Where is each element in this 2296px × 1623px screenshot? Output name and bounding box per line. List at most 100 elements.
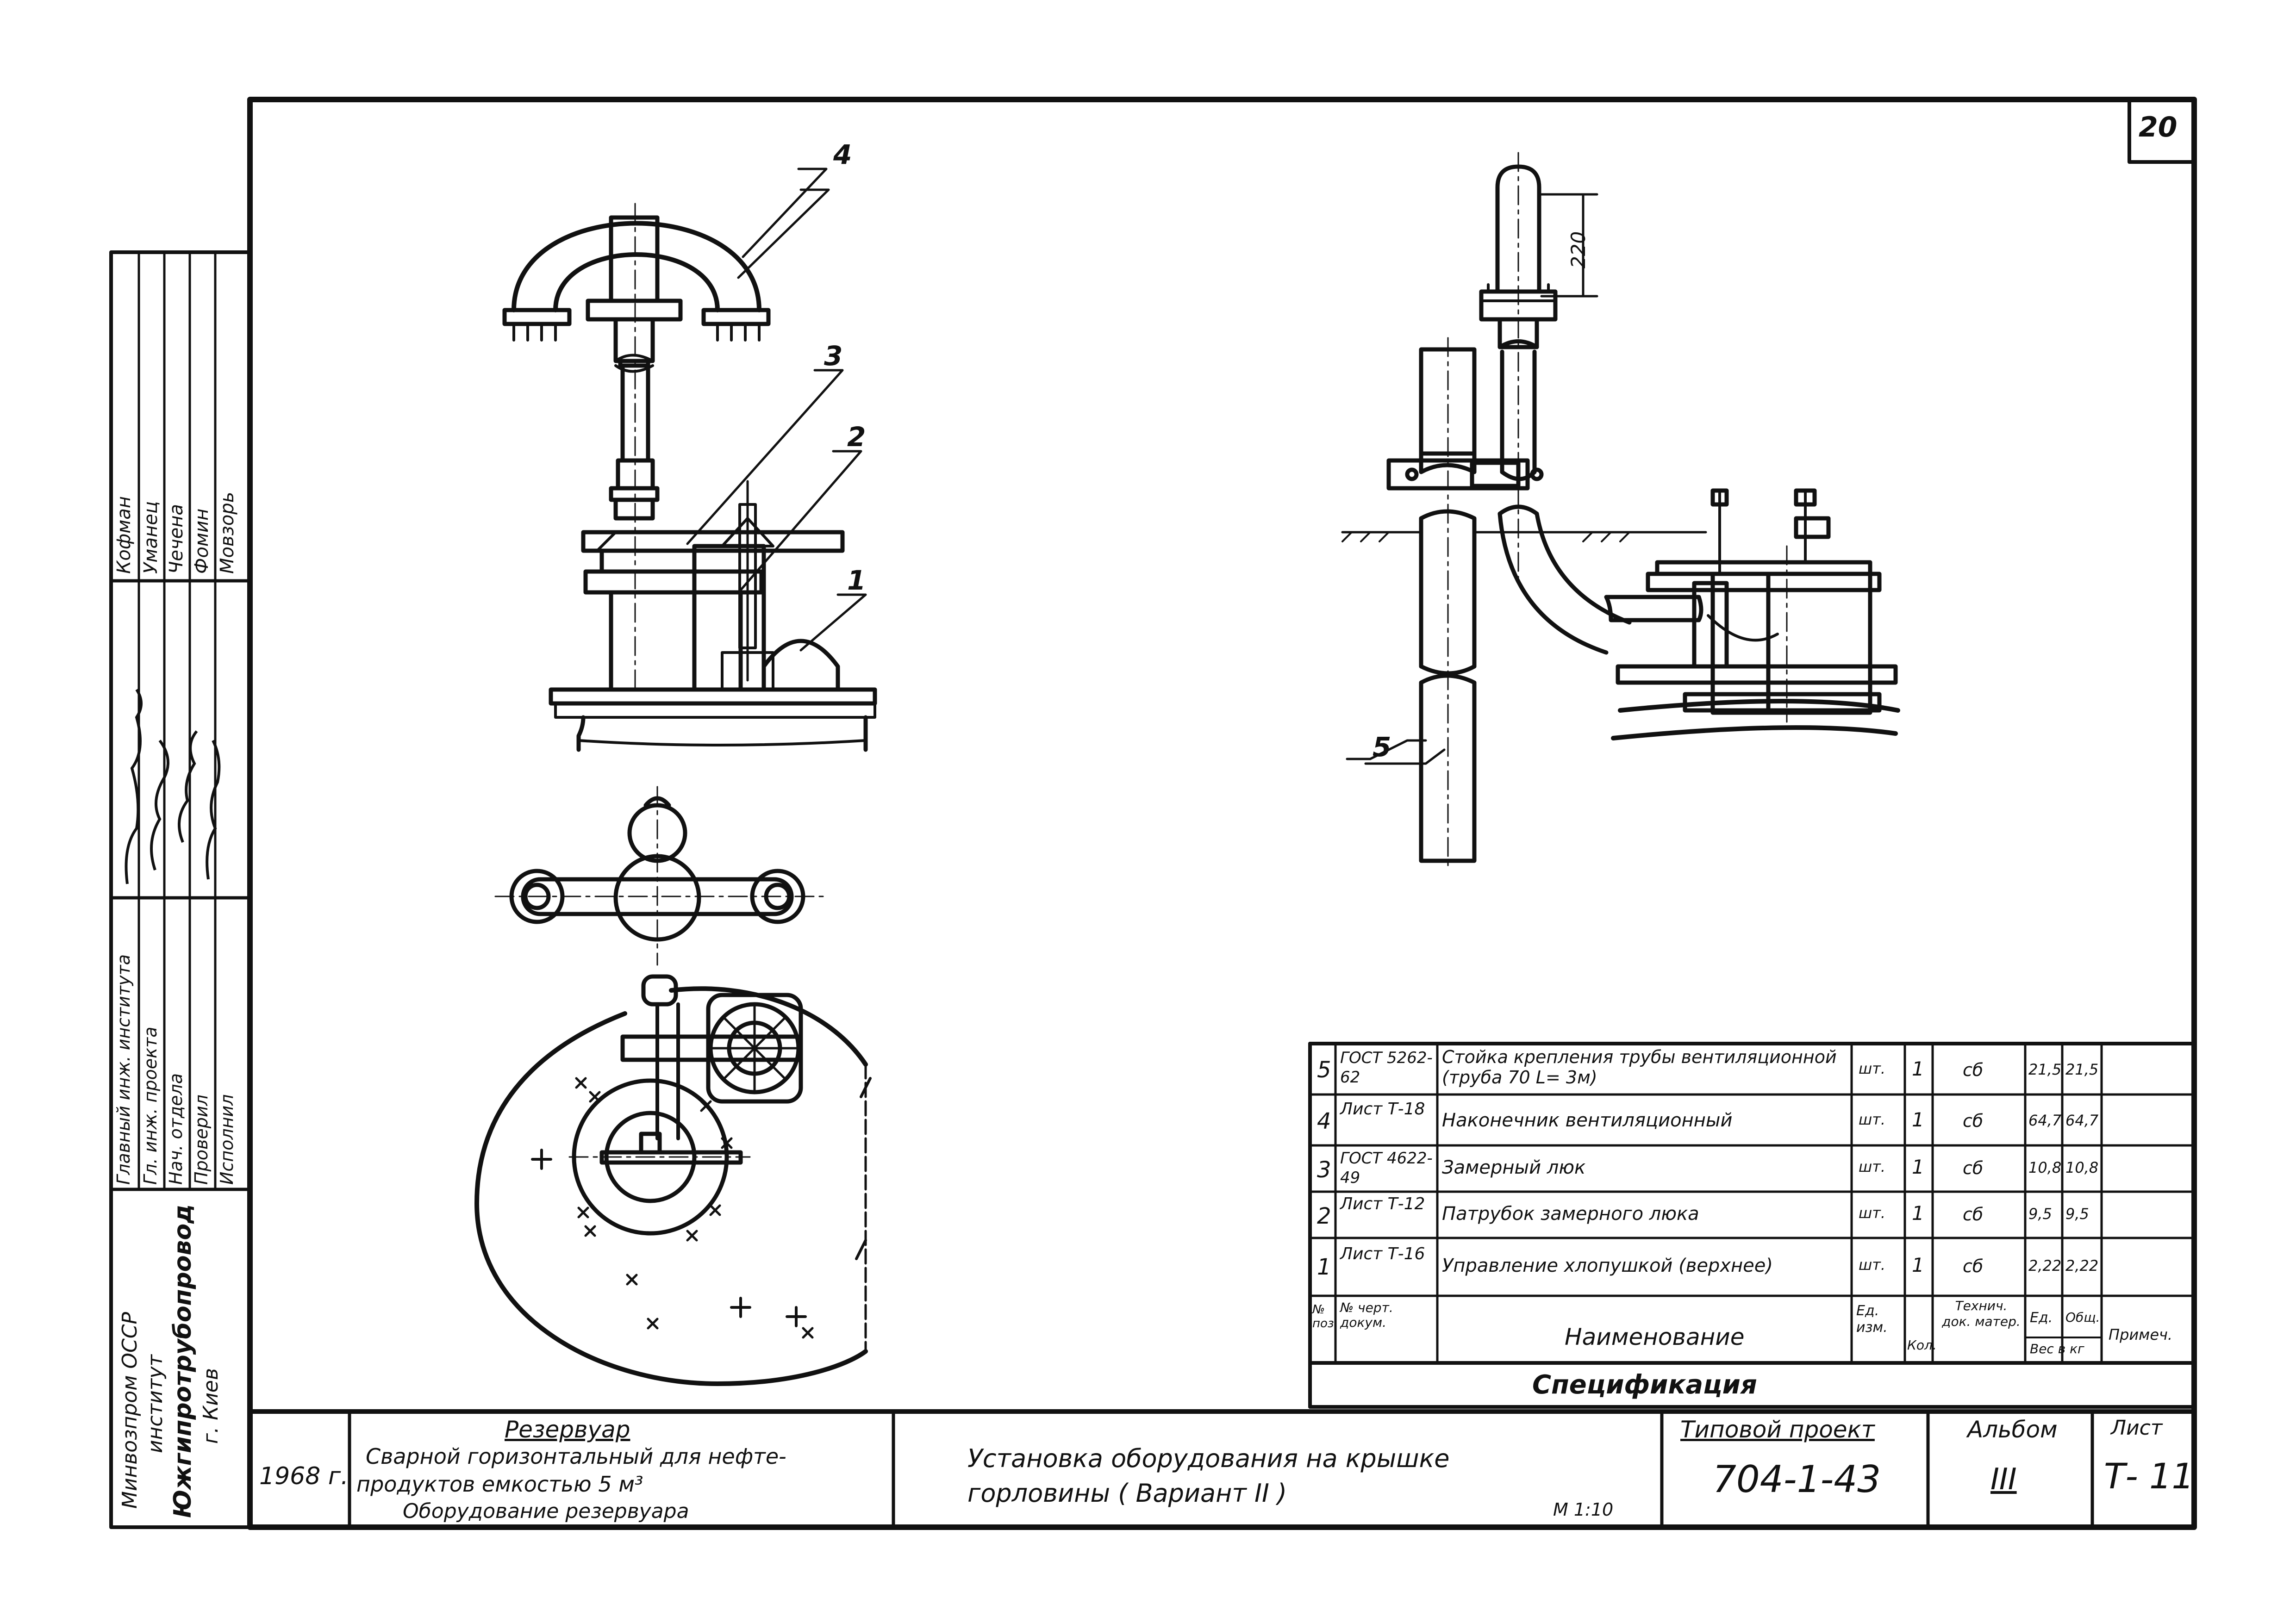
sheet-number: 20: [2139, 111, 2177, 143]
side-stamp-org-line-4: г. Киев: [199, 1368, 223, 1444]
spec-header-note: Примеч.: [2109, 1326, 2173, 1343]
spec-header-w-unit: Ед.: [2030, 1310, 2053, 1326]
spec-row-1-unit: шт.: [1859, 1256, 1886, 1274]
spec-header-weight: Вес в кг: [2030, 1341, 2084, 1356]
spec-row-1-doc: Лист Т-16: [1340, 1244, 1425, 1263]
side-view-drawing: [1341, 152, 1900, 871]
side-stamp-role-4: Проверил: [191, 1094, 212, 1185]
side-stamp-org-line-1: Минвозпром ОССР: [118, 1312, 142, 1509]
side-stamp-name-2: Уманец: [140, 501, 162, 574]
spec-table-lines: [1308, 1042, 2196, 1409]
spec-row-2-tech: сб: [1963, 1204, 1984, 1225]
title-project-no: 704-1-43: [1713, 1458, 1881, 1501]
spec-header-tech: Технич. док. матер.: [1942, 1298, 2021, 1329]
title-drawing-2: горловины ( Вариант II ): [967, 1479, 1287, 1508]
spec-row-4-unit: шт.: [1859, 1111, 1886, 1128]
spec-row-5-w2: 21,5: [2065, 1061, 2099, 1078]
signature-2: [150, 740, 169, 871]
spec-row-5-unit: шт.: [1859, 1060, 1886, 1077]
signature-1: [125, 689, 143, 884]
side-stamp-frame: [109, 250, 252, 1529]
title-object-desc-2: продуктов емкостью 5 м³: [356, 1472, 643, 1497]
title-drawing-1: Установка оборудования на крышке: [967, 1444, 1450, 1473]
sheet-frame: [247, 97, 2197, 1530]
spec-row-1-w1: 2,22: [2028, 1257, 2062, 1275]
spec-header-name: Наименование: [1565, 1324, 1745, 1350]
spec-row-1-name: Управление хлопушкой (верхнее): [1442, 1255, 1773, 1276]
spec-row-2-doc: Лист Т-12: [1340, 1194, 1425, 1213]
spec-row-4-w1: 64,7: [2028, 1112, 2062, 1129]
spec-row-3-w2: 10,8: [2065, 1159, 2099, 1176]
spec-row-2-pos: 2: [1317, 1203, 1331, 1229]
callout-4: 4: [833, 139, 852, 170]
spec-row-4-doc: Лист Т-18: [1340, 1100, 1425, 1119]
spec-row-2-w1: 9,5: [2028, 1205, 2052, 1223]
spec-row-2-qty: 1: [1912, 1202, 1924, 1225]
spec-row-5-w1: 21,5: [2028, 1061, 2062, 1078]
side-stamp-name-5: Мовзорь: [217, 491, 238, 574]
plan-view-drawing: [474, 786, 872, 1386]
spec-header-doc: № черт. докум.: [1340, 1300, 1393, 1330]
front-view-drawing: [502, 168, 877, 752]
spec-row-4-pos: 4: [1317, 1108, 1331, 1134]
spec-row-4-tech: сб: [1963, 1111, 1984, 1131]
side-stamp-org-line-3: Южгипротрубопровод: [169, 1204, 197, 1518]
signature-4: [206, 740, 221, 880]
title-year: 1968 г.: [259, 1462, 349, 1490]
signature-3: [178, 730, 198, 843]
spec-row-2-unit: шт.: [1859, 1204, 1886, 1222]
spec-header-w-total: Общ.: [2065, 1310, 2100, 1325]
side-stamp-role-2: Гл. инж. проекта: [140, 1026, 161, 1185]
side-stamp-org-line-2: институт: [144, 1354, 167, 1453]
callout-2: 2: [847, 421, 866, 453]
spec-row-3-name: Замерный люк: [1442, 1157, 1586, 1178]
spec-row-3-tech: сб: [1963, 1158, 1984, 1178]
callout-3: 3: [824, 340, 843, 372]
spec-row-5-pos: 5: [1317, 1057, 1331, 1083]
title-object: Резервуар: [505, 1416, 630, 1443]
side-stamp-role-3: Нач. отдела: [166, 1073, 186, 1185]
spec-row-1-pos: 1: [1317, 1254, 1331, 1280]
spec-row-3-doc: ГОСТ 4622-49: [1340, 1149, 1433, 1187]
title-sheet-label: Лист: [2111, 1416, 2163, 1440]
spec-header-unit: Ед. изм.: [1856, 1303, 1888, 1336]
spec-row-3-unit: шт.: [1859, 1158, 1886, 1175]
spec-table-title: Спецификация: [1532, 1370, 1757, 1400]
title-project-label: Типовой проект: [1680, 1416, 1875, 1443]
spec-row-1-w2: 2,22: [2065, 1257, 2099, 1275]
side-stamp-role-5: Исполнил: [217, 1094, 237, 1185]
spec-row-5-qty: 1: [1912, 1057, 1924, 1080]
signature-area: [125, 689, 221, 884]
title-object-desc-3: Оборудование резервуара: [403, 1499, 689, 1523]
spec-row-5-tech: сб: [1963, 1060, 1984, 1080]
spec-row-3-qty: 1: [1912, 1156, 1924, 1178]
title-sheet-no: Т- 11: [2104, 1455, 2194, 1497]
spec-row-3-pos: 3: [1317, 1157, 1331, 1183]
title-album-no: III: [1990, 1462, 2017, 1497]
sheet-number-box: [2128, 98, 2196, 164]
callout-5: 5: [1373, 731, 1391, 763]
title-album-label: Альбом: [1967, 1416, 2058, 1443]
title-block-lines: [248, 1409, 2196, 1529]
spec-row-1-tech: сб: [1963, 1256, 1984, 1276]
spec-header-pos: № поз.: [1312, 1303, 1338, 1331]
spec-row-2-name: Патрубок замерного люка: [1442, 1203, 1699, 1225]
spec-row-5-doc: ГОСТ 5262-62: [1340, 1049, 1433, 1087]
spec-row-3-w1: 10,8: [2028, 1159, 2062, 1176]
side-stamp-name-1: Кофман: [113, 496, 135, 574]
spec-row-4-w2: 64,7: [2065, 1112, 2099, 1129]
side-stamp-name-3: Чечена: [166, 504, 187, 574]
spec-row-4-name: Наконечник вентиляционный: [1442, 1110, 1733, 1131]
callout-1: 1: [847, 565, 866, 596]
title-object-desc-1: Сварной горизонтальный для нефте-: [366, 1444, 786, 1469]
spec-row-1-qty: 1: [1912, 1254, 1924, 1276]
spec-row-5-name: Стойка крепления трубы вентиляционной (т…: [1442, 1047, 1837, 1088]
spec-row-2-w2: 9,5: [2065, 1205, 2089, 1223]
side-stamp-name-4: Фомин: [191, 508, 212, 574]
spec-row-4-qty: 1: [1912, 1108, 1924, 1131]
title-scale: М 1:10: [1553, 1499, 1614, 1520]
dimension-label: 220: [1567, 231, 1590, 268]
side-stamp-role-1: Главный инж. института: [113, 954, 134, 1185]
spec-header-qty: Кол.: [1907, 1337, 1937, 1353]
